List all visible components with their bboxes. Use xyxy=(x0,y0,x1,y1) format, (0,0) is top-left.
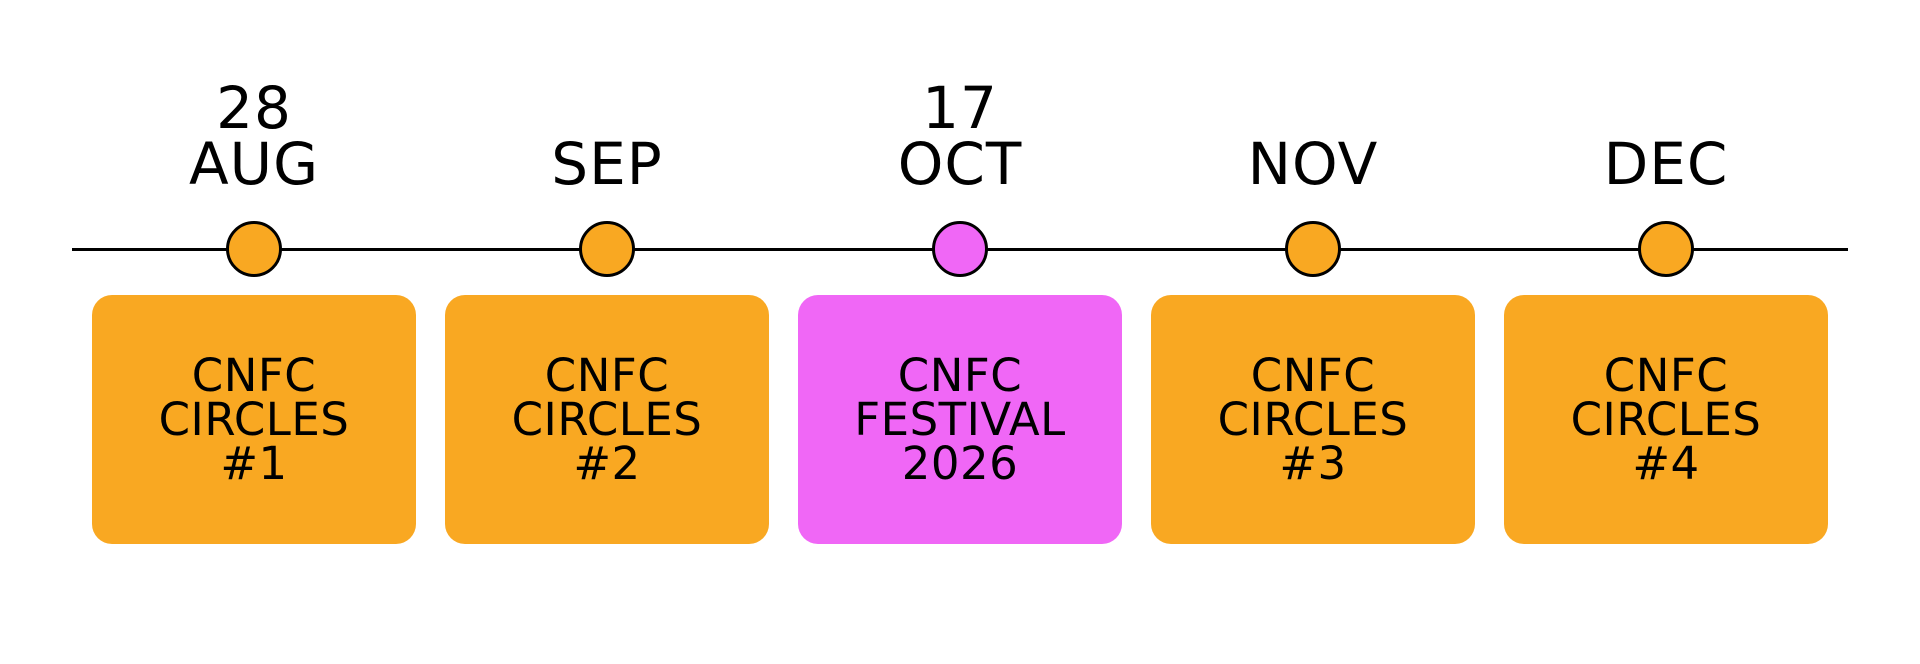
event-card: CNFC CIRCLES #4 xyxy=(1504,295,1828,544)
event-title-line: CIRCLES xyxy=(158,392,350,446)
timeline-marker xyxy=(579,221,635,277)
timeline-marker xyxy=(226,221,282,277)
timeline-marker xyxy=(932,221,988,277)
event-date-month: NOV xyxy=(1247,130,1379,198)
timeline-marker xyxy=(1638,221,1694,277)
event-date-day: 17 xyxy=(922,74,998,142)
timeline-event-3: 17 OCT CNFC FESTIVAL 2026 xyxy=(798,0,1122,664)
event-card-title: CNFC FESTIVAL 2026 xyxy=(854,348,1066,490)
timeline-event-4: NOV CNFC CIRCLES #3 xyxy=(1151,0,1475,664)
event-title-line: CNFC xyxy=(544,348,670,402)
event-title-line: #2 xyxy=(573,436,641,490)
timeline-marker xyxy=(1285,221,1341,277)
event-date: NOV xyxy=(1151,130,1475,198)
event-title-line: CNFC xyxy=(191,348,317,402)
event-card-title: CNFC CIRCLES #4 xyxy=(1570,348,1762,490)
event-date: SEP xyxy=(445,130,769,198)
event-title-line: FESTIVAL xyxy=(854,392,1066,446)
event-card: CNFC CIRCLES #2 xyxy=(445,295,769,544)
event-title-line: #1 xyxy=(220,436,288,490)
timeline-event-2: SEP CNFC CIRCLES #2 xyxy=(445,0,769,664)
event-title-line: CIRCLES xyxy=(1217,392,1409,446)
event-card: CNFC FESTIVAL 2026 xyxy=(798,295,1122,544)
event-title-line: CNFC xyxy=(1250,348,1376,402)
event-card: CNFC CIRCLES #1 xyxy=(92,295,416,544)
timeline-event-5: DEC CNFC CIRCLES #4 xyxy=(1504,0,1828,664)
event-title-line: CNFC xyxy=(1603,348,1729,402)
event-card: CNFC CIRCLES #3 xyxy=(1151,295,1475,544)
event-date: DEC xyxy=(1504,130,1828,198)
event-title-line: 2026 xyxy=(901,436,1019,490)
event-date-month: DEC xyxy=(1603,130,1729,198)
event-card-title: CNFC CIRCLES #2 xyxy=(511,348,703,490)
event-card-title: CNFC CIRCLES #1 xyxy=(158,348,350,490)
event-title-line: CIRCLES xyxy=(511,392,703,446)
event-date: 28 AUG xyxy=(92,74,416,198)
event-date: 17 OCT xyxy=(798,74,1122,198)
event-title-line: #3 xyxy=(1279,436,1347,490)
event-card-title: CNFC CIRCLES #3 xyxy=(1217,348,1409,490)
event-title-line: #4 xyxy=(1632,436,1700,490)
event-title-line: CNFC xyxy=(897,348,1023,402)
event-date-day: 28 xyxy=(216,74,292,142)
event-date-month: AUG xyxy=(188,130,320,198)
timeline-event-1: 28 AUG CNFC CIRCLES #1 xyxy=(92,0,416,664)
event-date-month: SEP xyxy=(551,130,663,198)
event-date-month: OCT xyxy=(897,130,1023,198)
event-title-line: CIRCLES xyxy=(1570,392,1762,446)
